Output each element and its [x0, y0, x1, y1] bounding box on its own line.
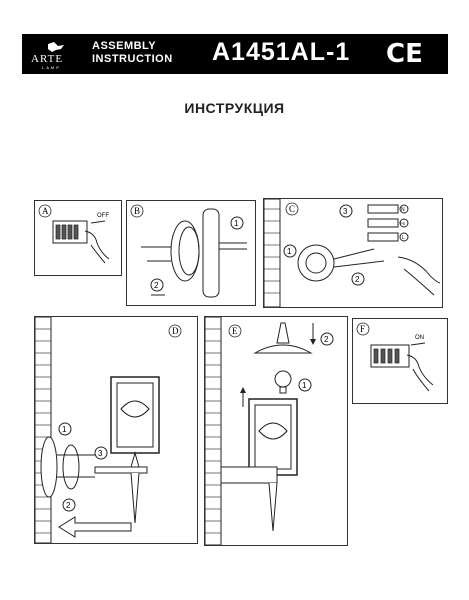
panel-e-step2: 2 [324, 335, 329, 344]
assembly-line2: INSTRUCTION [92, 53, 173, 65]
lion-icon [48, 42, 64, 52]
panel-b-letter: B [134, 206, 140, 216]
panel-a-letter: A [42, 206, 49, 216]
panel-e-letter: E [232, 326, 238, 336]
bracket-mount-illustration: B 1 2 [130, 204, 247, 298]
panel-d-letter: D [172, 326, 179, 336]
lamp-attach-illustration: D 1 2 3 [35, 317, 182, 543]
panel-c-step3: 3 [343, 207, 348, 216]
panel-d-step1: 1 [62, 425, 67, 434]
ce-mark: CE [386, 39, 423, 69]
switch-on-illustration: F ON [356, 322, 434, 392]
panel-c-step1: 1 [287, 247, 292, 256]
panel-a: A OFF [34, 200, 122, 276]
page-title: ИНСТРУКЦИЯ [184, 100, 285, 116]
wiring-illustration: C 3 N PE L 1 2 [264, 199, 441, 307]
arte-logo: ARTE LAMP [28, 40, 82, 70]
header-bar: ARTE LAMP ASSEMBLY INSTRUCTION A1451AL-1… [22, 34, 448, 74]
model-number: A1451AL-1 [212, 38, 351, 66]
wire-l-label: L [402, 235, 405, 241]
panel-e-step1: 1 [302, 381, 307, 390]
assembly-instruction: ASSEMBLY INSTRUCTION [92, 40, 192, 66]
bulb-install-illustration: E 1 2 [205, 317, 334, 545]
switch-off-illustration: A OFF [38, 204, 109, 264]
panel-c-letter: C [289, 204, 295, 214]
off-label: OFF [97, 213, 109, 219]
panel-d: D 1 2 3 [34, 316, 198, 544]
panel-f-letter: F [360, 324, 365, 334]
panel-b-step2: 2 [154, 281, 159, 290]
panel-b: B 1 2 [126, 200, 256, 306]
brand-name: ARTE [31, 53, 64, 65]
panel-d-step3: 3 [98, 449, 103, 458]
panel-d-step2: 2 [66, 501, 71, 510]
on-label: ON [415, 335, 424, 341]
assembly-line1: ASSEMBLY [92, 40, 157, 52]
brand-sub: LAMP [42, 65, 61, 70]
wire-pe-label: PE [400, 221, 406, 226]
panel-f: F ON [352, 318, 448, 404]
panel-e: E 1 2 [204, 316, 348, 546]
wire-n-label: N [401, 207, 405, 213]
panel-c-step2: 2 [355, 275, 360, 284]
panel-c: C 3 N PE L 1 2 [263, 198, 443, 308]
panel-b-step1: 1 [234, 219, 239, 228]
